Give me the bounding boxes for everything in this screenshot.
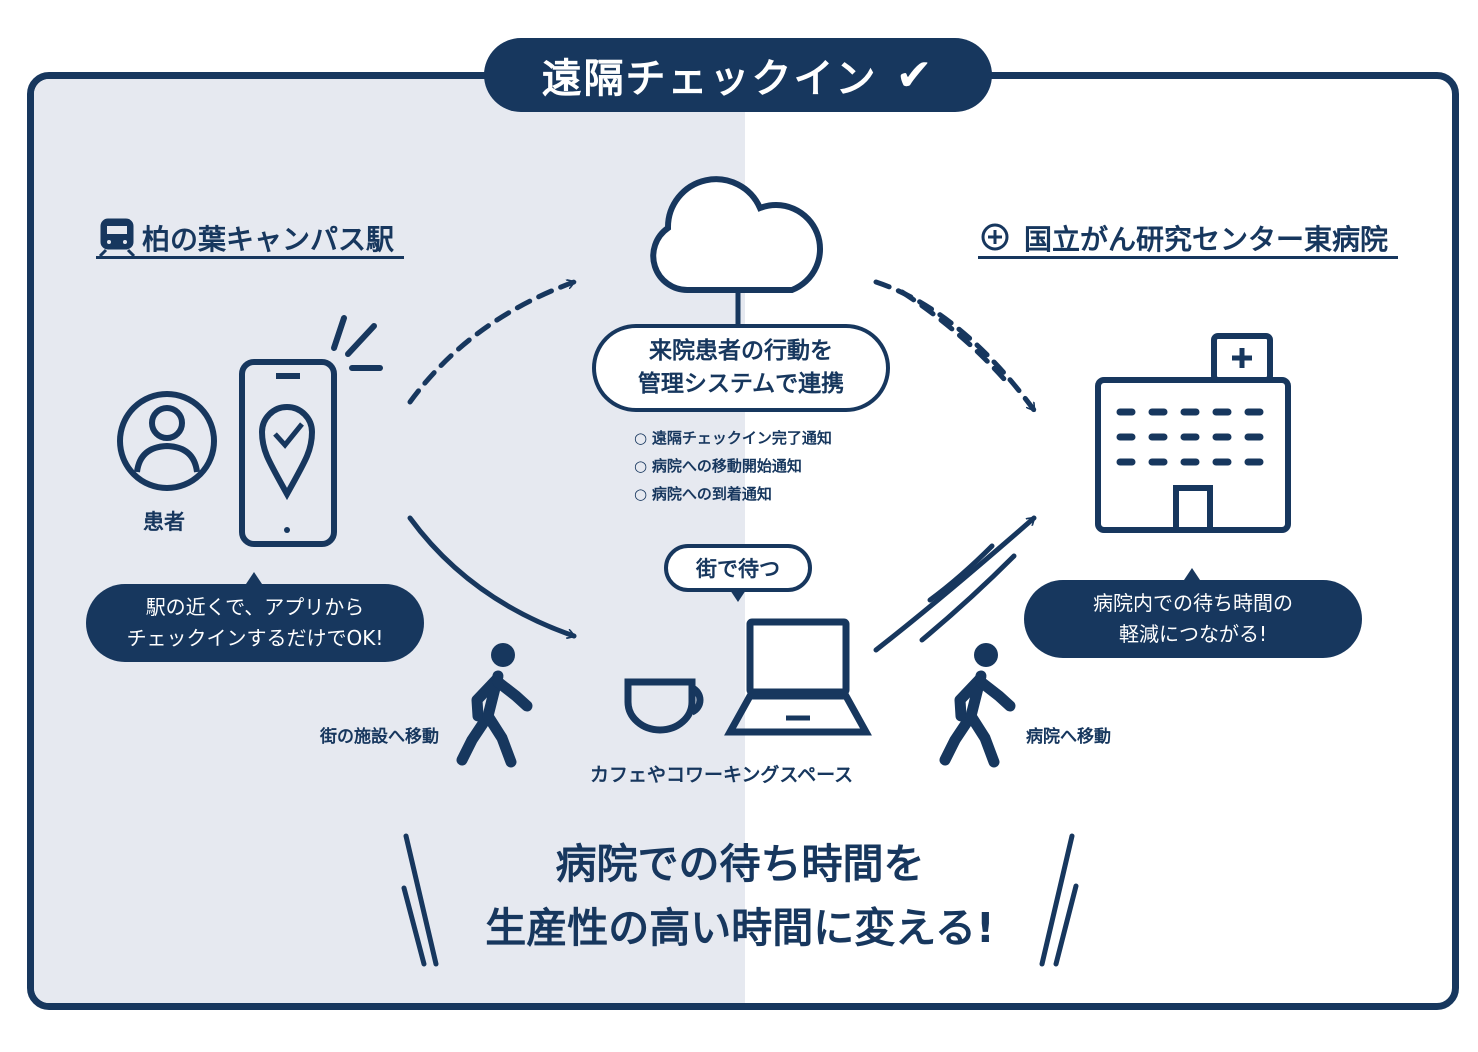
arrow-cloud-to-hospital bbox=[873, 279, 1037, 413]
station-underline bbox=[96, 256, 404, 259]
train-icon bbox=[98, 218, 136, 258]
move-hospital-label: 病院へ移動 bbox=[1026, 727, 1111, 747]
station-bubble-tail bbox=[246, 572, 262, 584]
hospital-building-icon bbox=[1095, 333, 1291, 533]
hospital-bubble-line1: 病院内での待ち時間の bbox=[1093, 591, 1293, 615]
hospital-windows bbox=[1116, 408, 1270, 466]
check-icon: ✔ bbox=[895, 49, 935, 101]
wait-bubble-text: 街で待つ bbox=[696, 557, 780, 581]
hospital-bubble-tail bbox=[1184, 568, 1200, 580]
arrow-to-cafe bbox=[407, 515, 577, 636]
notification-item: 遠隔チェックイン完了通知 bbox=[634, 424, 832, 452]
notification-item: 病院への移動開始通知 bbox=[634, 452, 832, 480]
walking-person-icon bbox=[456, 643, 533, 768]
hospital-name: 国立がん研究センター東病院 bbox=[1024, 223, 1389, 256]
wait-bubble: 街で待つ bbox=[664, 544, 812, 592]
wait-bubble-tail bbox=[730, 590, 746, 602]
patient-icon bbox=[117, 391, 217, 491]
plus-circle-icon bbox=[981, 223, 1009, 251]
hospital-bubble: 病院内での待ち時間の 軽減につながる! bbox=[1024, 580, 1362, 658]
smartphone-icon bbox=[239, 359, 337, 547]
notification-item: 病院への到着通知 bbox=[634, 480, 832, 508]
move-town-label: 街の施設へ移動 bbox=[320, 727, 439, 747]
laptop-icon bbox=[724, 618, 872, 736]
walking-person-icon bbox=[939, 643, 1016, 768]
decorative-slashes-left bbox=[401, 833, 439, 967]
bottom-message-line2: 生産性の高い時間に変える! bbox=[485, 904, 995, 952]
bottom-message-line1: 病院での待ち時間を bbox=[555, 840, 925, 888]
left-panel-background bbox=[34, 79, 745, 1003]
hospital-underline bbox=[978, 256, 1398, 259]
station-bubble-line2: チェックインするだけでOK! bbox=[126, 626, 384, 650]
cloud-bubble-line1: 来院患者の行動を bbox=[649, 338, 833, 364]
bottom-message: 病院での待ち時間を 生産性の高い時間に変える! bbox=[440, 832, 1040, 960]
station-name: 柏の葉キャンパス駅 bbox=[142, 223, 395, 256]
decorative-slashes-right bbox=[1039, 833, 1079, 967]
station-bubble: 駅の近くで、アプリから チェックインするだけでOK! bbox=[86, 584, 424, 662]
cafe-label: カフェやコワーキングスペース bbox=[590, 764, 854, 786]
coffee-cup-icon bbox=[624, 678, 704, 734]
patient-label: 患者 bbox=[143, 510, 185, 534]
page-title: 遠隔チェックイン bbox=[541, 56, 878, 102]
cloud-icon bbox=[650, 176, 824, 294]
arrow-to-hospital bbox=[873, 515, 1037, 653]
signal-lines-icon bbox=[331, 315, 383, 371]
station-bubble-line1: 駅の近くで、アプリから bbox=[145, 595, 365, 619]
cloud-bubble: 来院患者の行動を 管理システムで連携 bbox=[592, 324, 890, 412]
cloud-bubble-line2: 管理システムで連携 bbox=[637, 371, 845, 397]
notification-list: 遠隔チェックイン完了通知 病院への移動開始通知 病院への到着通知 bbox=[634, 424, 832, 508]
arrow-to-cloud bbox=[407, 282, 577, 405]
hospital-bubble-line2: 軽減につながる! bbox=[1118, 622, 1268, 646]
title-banner: 遠隔チェックイン ✔ bbox=[484, 38, 992, 112]
